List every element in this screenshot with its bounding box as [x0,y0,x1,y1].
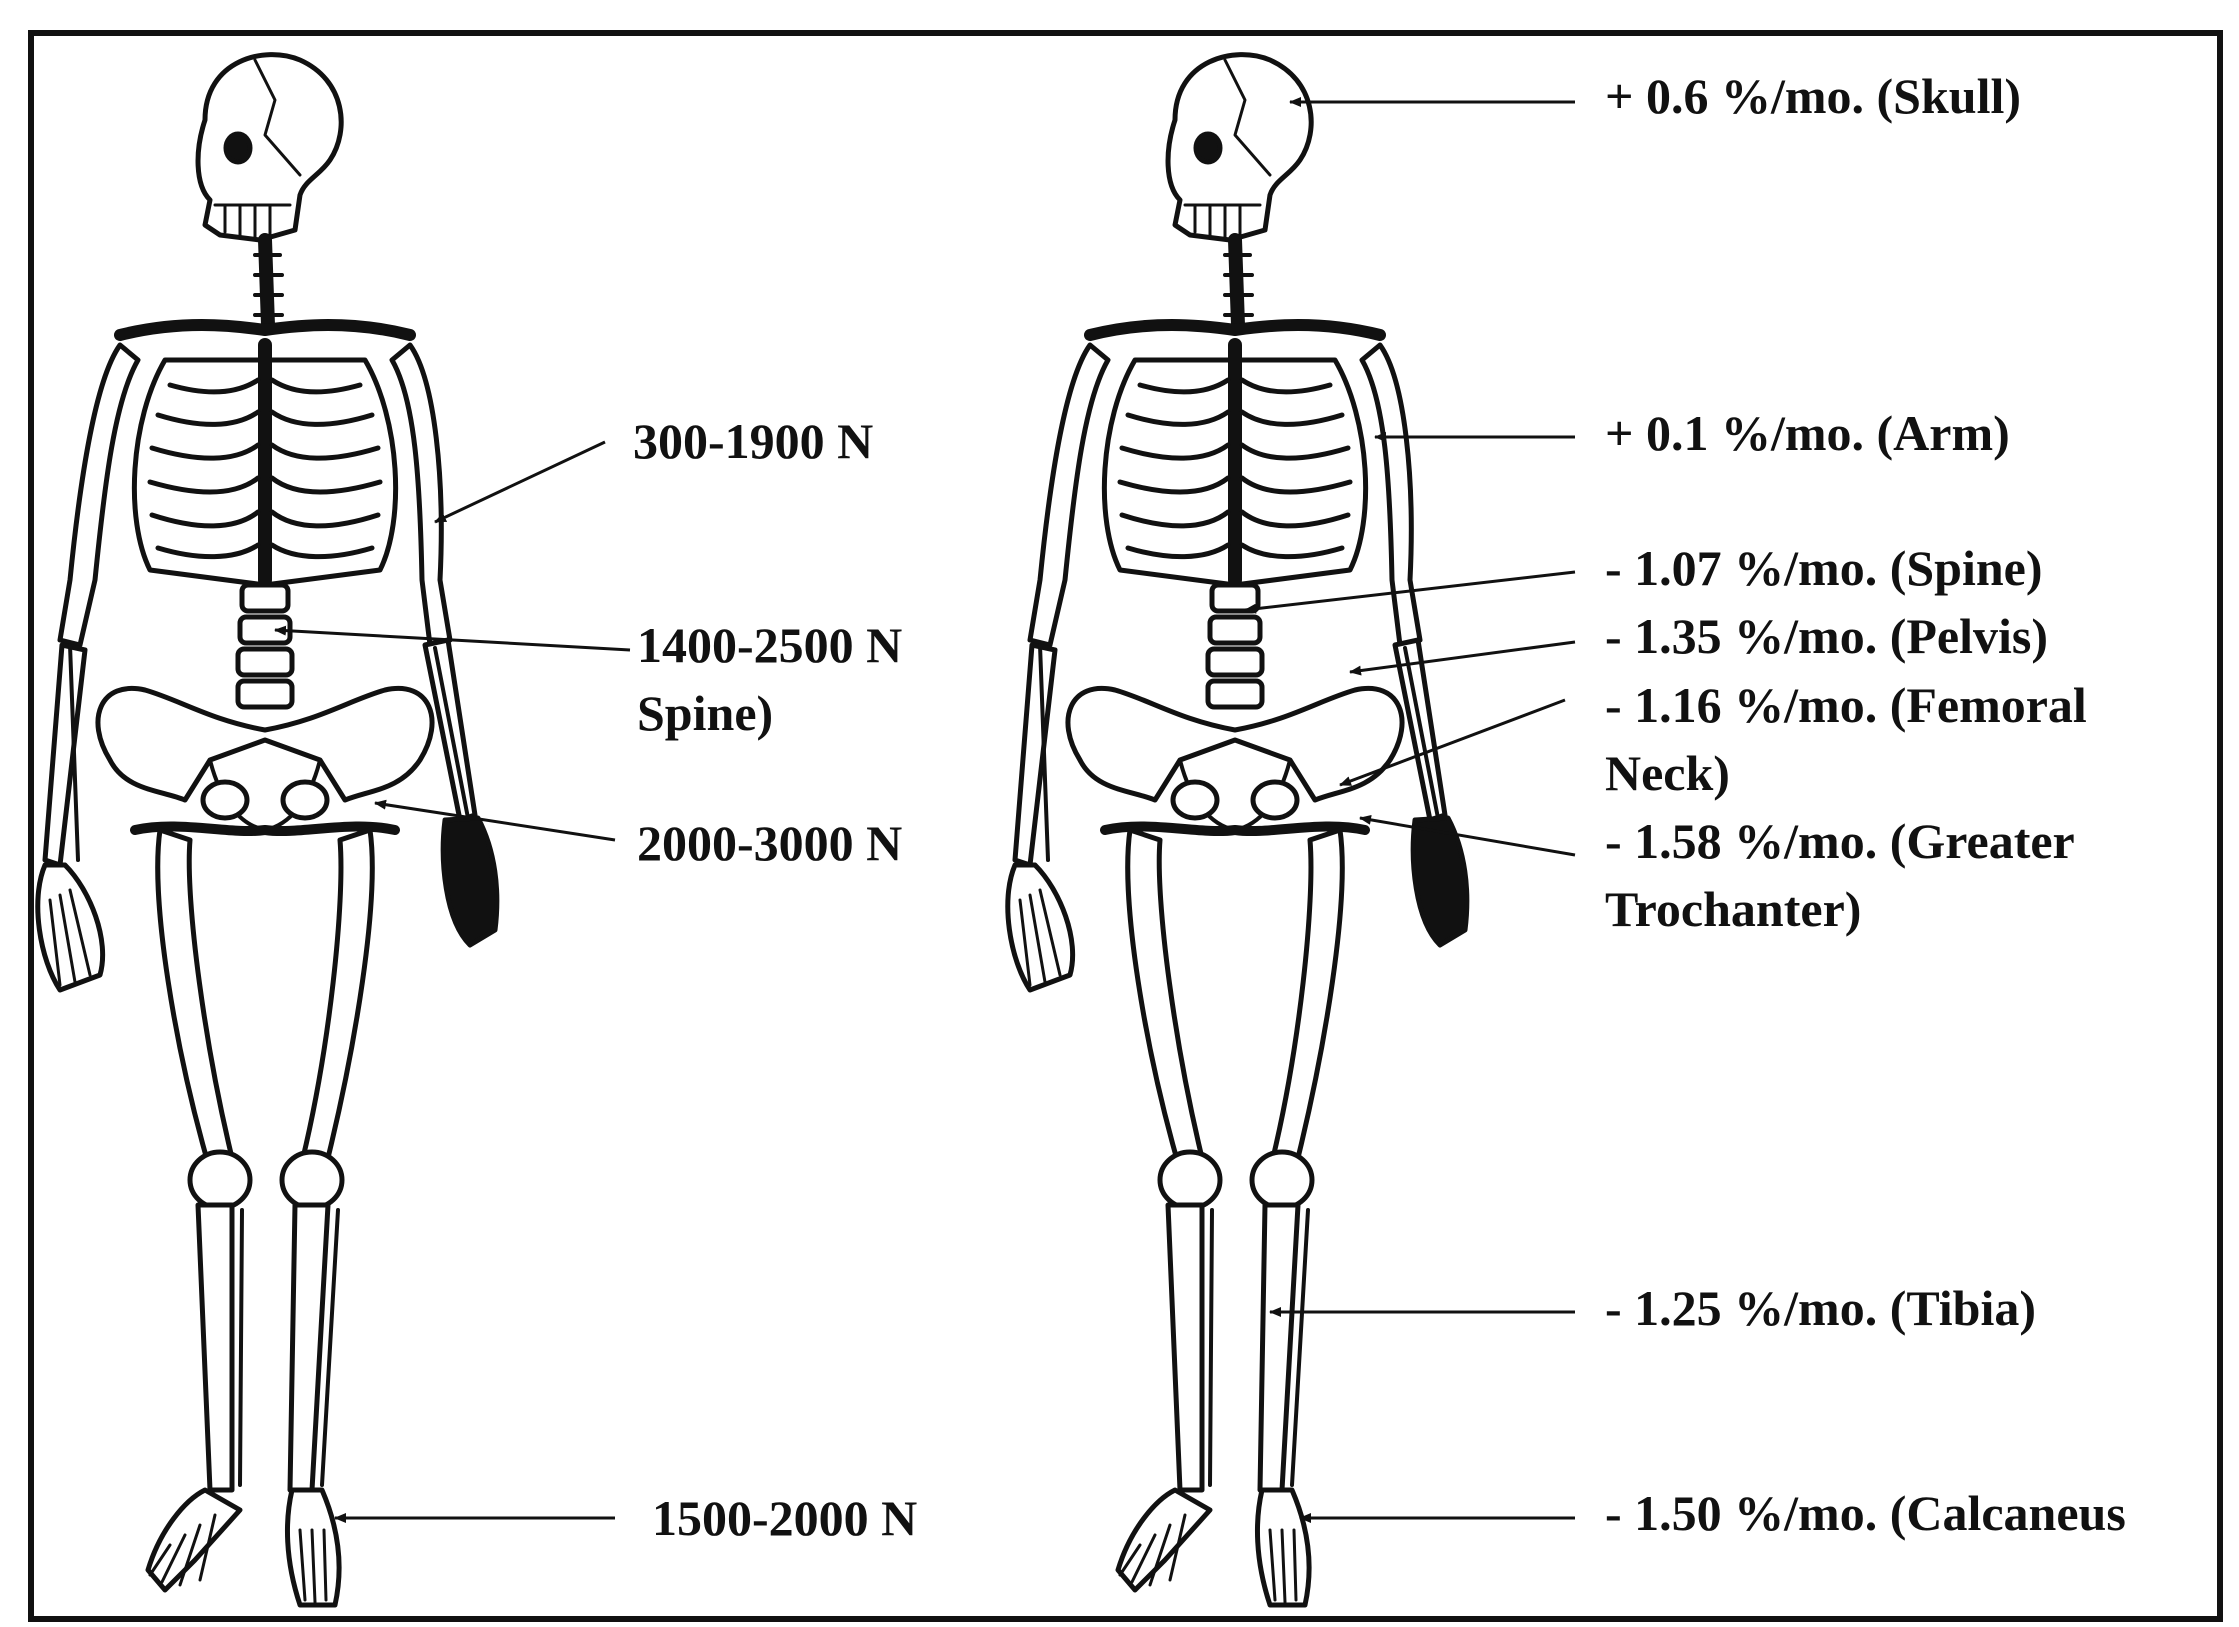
tibia-label: - 1.25 %/mo. (Tibia) [1605,1275,2036,1341]
greater-trochanter-arrow [1360,818,1575,855]
greater-trochanter-label: - 1.58 %/mo. (Greater [1605,808,2075,874]
hip-force-label: 2000-3000 N [637,810,902,876]
left-skeleton [38,55,497,1605]
hip-force-arrow [375,803,615,840]
arm-force-label: 300-1900 N [633,408,873,474]
spine-name-label: Spine) [637,680,773,746]
pelvis-label: - 1.35 %/mo. (Pelvis) [1605,603,2048,669]
femoral-neck-label-cont: Neck) [1605,740,1730,806]
foot-force-label: 1500-2000 N [652,1485,917,1551]
greater-trochanter-label-cont: Trochanter) [1605,876,1861,942]
arm-label: + 0.1 %/mo. (Arm) [1605,400,2010,466]
spine-force-label: 1400-2500 N [637,612,902,678]
spine-force-arrow [275,630,630,650]
right-skeleton [1008,55,1467,1605]
arm-force-arrow [435,442,605,522]
calcaneus-label: - 1.50 %/mo. (Calcaneus [1605,1480,2126,1546]
spine-label: - 1.07 %/mo. (Spine) [1605,535,2043,601]
femoral-neck-label: - 1.16 %/mo. (Femoral [1605,672,2087,738]
pelvis-arrow [1350,642,1575,672]
skull-label: + 0.6 %/mo. (Skull) [1605,63,2021,129]
